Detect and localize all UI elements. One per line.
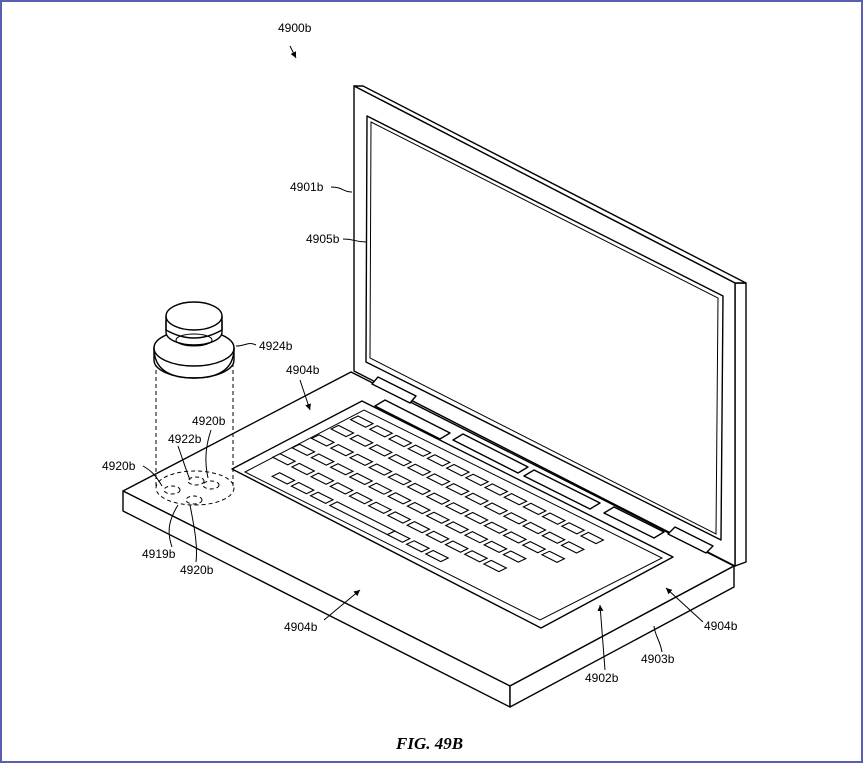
keyboard-key [329,482,354,495]
keyboard-key [348,472,374,486]
keyboard-key [406,444,432,457]
keyboard-key [405,540,431,553]
label-display-housing: 4901b [290,180,324,194]
keyboard-key [522,502,548,516]
keyboard-key [425,511,451,524]
keyboard-key [540,550,566,564]
keyboard-key [482,559,508,573]
keyboard-key [368,425,394,438]
keyboard-key [521,540,547,554]
keyboard-key [425,530,450,544]
label-top-case-a: 4904b [286,363,320,377]
keyboard-key [444,502,470,515]
label-display: 4905b [306,232,340,246]
keyboard-key [424,549,450,563]
keyboard-key [579,531,605,545]
keyboard-key [386,530,412,543]
keyboard-key [560,522,586,535]
keyboard-key [463,550,489,563]
keyboard-key [426,454,452,467]
keyboard-key [309,491,335,505]
keyboard-key [445,463,471,477]
keyboard-key [483,502,509,515]
display-lid [353,85,747,567]
label-input-region-a: 4920b [102,459,136,473]
keyboard-key [270,472,296,485]
keyboard-key [425,492,451,505]
label-area: 4919b [142,547,176,561]
keyboard-key [463,511,489,525]
keyboard-key [349,434,374,447]
keyboard-key [387,434,413,448]
label-input-region-d: 4920b [180,563,214,577]
keyboard-key [290,481,316,495]
hinges [371,376,714,554]
keyboard-key [483,521,509,534]
keyboard-key [329,443,355,457]
keyboard-key [541,512,567,525]
keyboard-key [349,415,375,428]
keyboard-key [387,453,413,467]
keyboard-key [406,463,432,477]
display-screen [365,115,724,541]
keyboard-key [367,501,393,515]
keyboard-key [368,444,394,457]
label-object: 4924b [259,339,293,353]
keyboard-key [502,531,528,544]
keyboard-key [348,453,374,467]
keyboard-key [290,443,316,457]
keyboard-key [425,473,451,486]
keyboard-key [329,424,355,438]
keyboard-key [445,482,470,496]
reference-labels: 4900b 4901b 4905b 4924b 4904b 4920b 4922… [102,21,738,685]
keyboard-key [348,491,374,505]
keyboard-key [541,531,566,544]
label-top-case-c: 4904b [704,619,738,633]
keyboard-key [444,521,470,534]
keyboard-key [502,492,528,506]
label-input-region-c: 4922b [168,432,202,446]
keyboard-key [310,453,336,466]
keyboard-key [444,540,470,553]
keyboard-key [521,521,547,535]
label-keyboard: 4902b [585,671,619,685]
keyboard-key [386,492,412,505]
keyboard-key [482,540,508,554]
keyboard-key [387,473,413,486]
keyboard-key [310,434,336,447]
keyboard-key [271,453,297,466]
keyboard-key [405,520,431,534]
label-assembly: 4900b [278,21,312,35]
keyboard-key [406,482,432,496]
keyboard-key [464,492,490,506]
keyboard-key [367,482,393,495]
keyboard-key [386,511,412,524]
keyboard-key [290,462,316,476]
keyboard-key [502,550,528,563]
keyboard [231,399,674,629]
knob-object [153,301,235,506]
figure-caption: FIG. 49B [395,734,463,753]
keyboard-key [329,463,355,476]
keyboard-key [309,472,335,485]
label-input-region-b: 4920b [192,414,226,428]
keyboard-key [464,473,490,487]
leader-lines [142,45,704,671]
keyboard-key [483,483,509,496]
keyboard-key [560,541,586,554]
label-top-case-b: 4904b [284,620,318,634]
keyboard-key [502,512,528,525]
keyboard-key [367,463,393,476]
keyboard-key [406,501,432,515]
label-base-housing: 4903b [641,652,675,666]
keyboard-key [463,530,489,544]
